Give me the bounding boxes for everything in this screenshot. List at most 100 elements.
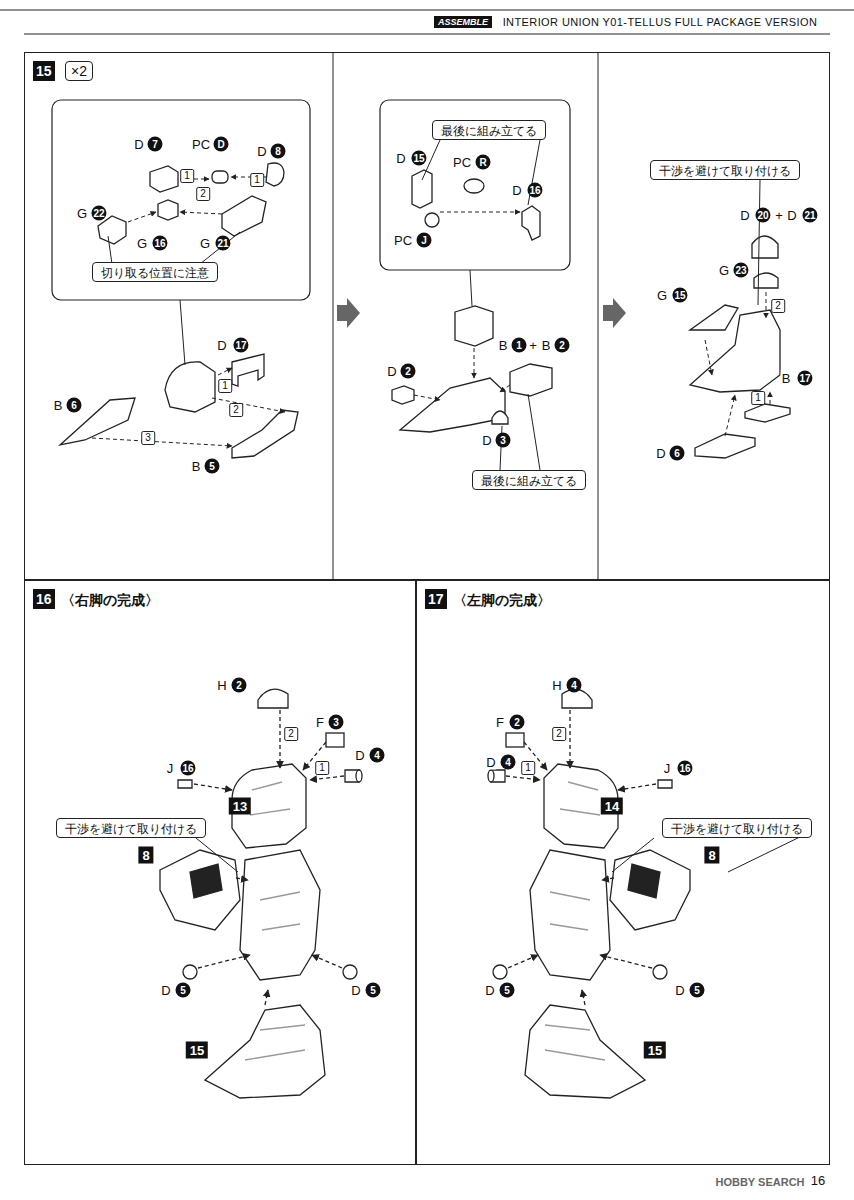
frame (0, 10, 854, 11)
subassembly-ref: 15 (186, 1042, 208, 1059)
left-leg (488, 689, 690, 1098)
assembly-guide (770, 392, 771, 404)
frame (0, 10, 854, 580)
part-number: 4 (567, 678, 582, 693)
part-letter: B (498, 338, 509, 353)
part-letter: D (739, 208, 750, 223)
part-number: 16 (677, 761, 692, 776)
header-tag: ASSEMBLE (434, 16, 492, 28)
part-number: 1 (512, 338, 527, 353)
part-letter: PC (393, 233, 413, 248)
step-order: 2 (196, 187, 210, 201)
part-letter: D (655, 446, 666, 461)
assembly-guide (474, 348, 475, 378)
leader-line (528, 394, 540, 470)
part-letter: D (674, 983, 685, 998)
assembly-guide (414, 395, 440, 400)
leader-line (422, 140, 440, 180)
assembly-guide (231, 177, 266, 178)
leader-line (728, 834, 806, 872)
step-number: 16 (33, 589, 55, 609)
part-letter: D (350, 983, 361, 998)
note-callout: 干渉を避けて取り付ける (56, 818, 206, 838)
part-letter: D (216, 338, 227, 353)
part-letter: G (199, 236, 211, 251)
frame (24, 34, 830, 35)
subassembly-ref: 13 (229, 798, 251, 815)
part-letter: G (656, 288, 668, 303)
part-drawing (98, 216, 126, 244)
part-number: 21 (802, 208, 817, 223)
part-drawing (392, 386, 414, 404)
part-drawing (754, 273, 778, 288)
part-letter: PC (452, 155, 472, 170)
part-number: 16 (180, 761, 195, 776)
step-order: 2 (771, 299, 785, 313)
part-number: 16 (527, 183, 542, 198)
assembly-guide (180, 212, 222, 214)
part-drawing (695, 434, 755, 458)
part-number: 7 (148, 137, 163, 152)
part-letter: B (781, 371, 792, 386)
part-letter: H (551, 678, 562, 693)
step-panel: 16〈右脚の完成〉干渉を避けて取り付ける (24, 580, 416, 1165)
frame (333, 52, 334, 580)
part-number: 5 (500, 983, 515, 998)
step-panel: 15×2切り取る位置に注意最後に組み立てる最後に組み立てる干渉を避けて取り付ける (24, 52, 830, 580)
part-number: 2 (555, 338, 570, 353)
part-number: 2 (510, 715, 525, 730)
assembly-guide (128, 212, 156, 222)
part-drawing (232, 354, 264, 386)
part-drawing (150, 166, 178, 192)
assembly-guide (705, 340, 712, 375)
subassembly-ref: 14 (601, 798, 623, 815)
part-letter: J (166, 761, 175, 776)
note-callout: 最後に組み立てる (432, 120, 546, 140)
part-letter: D (786, 208, 797, 223)
step-number: 17 (425, 589, 447, 609)
assembly-guide (218, 368, 232, 375)
assembly-guide (725, 395, 735, 436)
page-number: 16 (811, 1173, 825, 1188)
assembly-guide (92, 438, 232, 446)
leader-line (758, 180, 760, 305)
part-letter: D (386, 364, 397, 379)
part-letter: D (511, 183, 522, 198)
part-number: D (214, 137, 229, 152)
part-drawing (464, 179, 484, 193)
leader-line (200, 232, 240, 264)
part-drawing (752, 236, 778, 258)
part-number: 4 (501, 755, 516, 770)
note-text: 最後に組み立てる (441, 123, 537, 139)
part-number: 21 (215, 236, 230, 251)
frame (598, 52, 599, 580)
note-text: 切り取る位置に注意 (101, 265, 209, 281)
part-drawing (455, 306, 493, 346)
leader-line (470, 270, 472, 306)
part-letter: B (53, 398, 64, 413)
step-panel: 17 〈左脚の完成〉干渉を避けて取り付ける (416, 580, 830, 1165)
right-leg (160, 689, 362, 1098)
leader-line (108, 236, 112, 264)
part-letter: D (485, 755, 496, 770)
subassembly-ref: 8 (138, 847, 153, 864)
step-order: 1 (315, 761, 329, 775)
part-drawing (212, 171, 228, 183)
part-letter: G (718, 263, 730, 278)
note-text: 干渉を避けて取り付ける (671, 821, 803, 837)
part-letter: D (160, 983, 171, 998)
part-number: 20 (755, 208, 770, 223)
part-drawing (425, 213, 439, 227)
part-number: 8 (271, 144, 286, 159)
step-heading: 〈左脚の完成〉 (453, 590, 551, 610)
step-arrow (603, 298, 626, 328)
part-drawing (522, 206, 540, 240)
part-drawing (232, 410, 298, 458)
part-number: 3 (496, 433, 511, 448)
part-number: 5 (176, 983, 191, 998)
step-order: 3 (141, 431, 155, 445)
part-letter: D (133, 137, 144, 152)
part-letter: G (136, 236, 148, 251)
part-number: 17 (233, 338, 248, 353)
step-heading: ×2 (65, 61, 93, 81)
